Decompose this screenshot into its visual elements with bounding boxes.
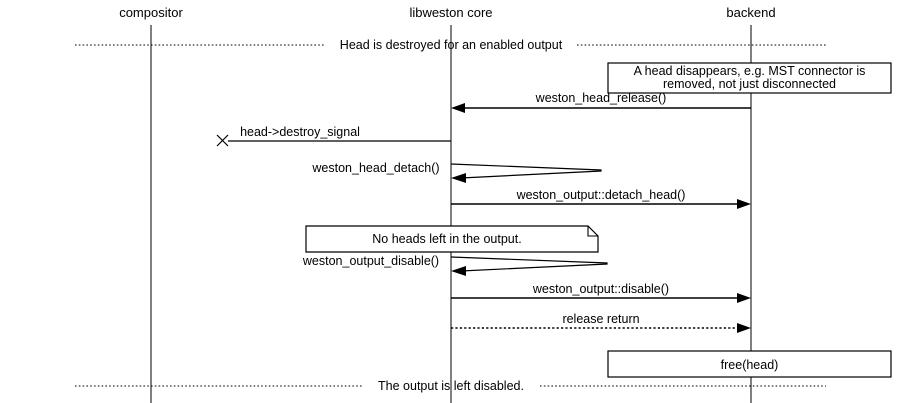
actor-label-libweston-core: libweston core — [409, 5, 492, 20]
separator-head-destroyed: Head is destroyed for an enabled output — [75, 38, 826, 52]
arrowhead-right-weston-output-disable — [737, 293, 751, 303]
message-label-head-destroy-signal: head->destroy_signal — [240, 125, 360, 139]
note-free-head-label: free(head) — [721, 358, 779, 372]
note-no-heads-left: No heads left in the output. — [305, 225, 599, 253]
separator-label-head-destroyed: Head is destroyed for an enabled output — [340, 38, 563, 52]
note-head-disappears-line1: A head disappears, e.g. MST connector is — [634, 64, 866, 78]
note-free-head: free(head) — [607, 350, 892, 378]
arrowhead-right-weston-output-detach-head — [737, 199, 751, 209]
message-label-weston-output-detach-head: weston_output::detach_head() — [516, 188, 686, 202]
message-release-return: release return — [451, 312, 751, 333]
message-weston-output-detach-head: weston_output::detach_head() — [451, 188, 751, 209]
actor-label-compositor: compositor — [119, 5, 183, 20]
message-weston-output-disable: weston_output::disable() — [451, 282, 751, 303]
message-weston-head-detach: weston_head_detach() — [311, 161, 602, 183]
message-label-weston-output-disable: weston_output::disable() — [532, 282, 669, 296]
message-label-weston-head-detach: weston_head_detach() — [311, 161, 439, 175]
message-label-weston-head-release: weston_head_release() — [535, 91, 667, 105]
message-head-destroy-signal: head->destroy_signal — [216, 125, 451, 147]
arrowhead-right-release-return — [737, 323, 751, 333]
note-no-heads-left-line1: No heads left in the output. — [372, 232, 521, 246]
message-weston-output-disable-call: weston_output_disable() — [302, 254, 608, 276]
separator-label-output-left-disabled: The output is left disabled. — [378, 379, 524, 393]
actor-label-backend: backend — [726, 5, 775, 20]
arrowhead-left-weston-output-disable-call — [451, 266, 466, 276]
note-head-disappears: A head disappears, e.g. MST connector is… — [607, 62, 892, 94]
arrowhead-left-weston-head-release — [451, 103, 465, 113]
arrowhead-left-weston-head-detach — [451, 173, 466, 183]
message-label-release-return: release return — [562, 312, 639, 326]
message-label-weston-output-disable-call: weston_output_disable() — [302, 254, 439, 268]
separator-output-left-disabled: The output is left disabled. — [75, 379, 826, 393]
message-weston-head-release: weston_head_release() — [451, 91, 751, 113]
note-head-disappears-line2: removed, not just disconnected — [663, 77, 836, 91]
